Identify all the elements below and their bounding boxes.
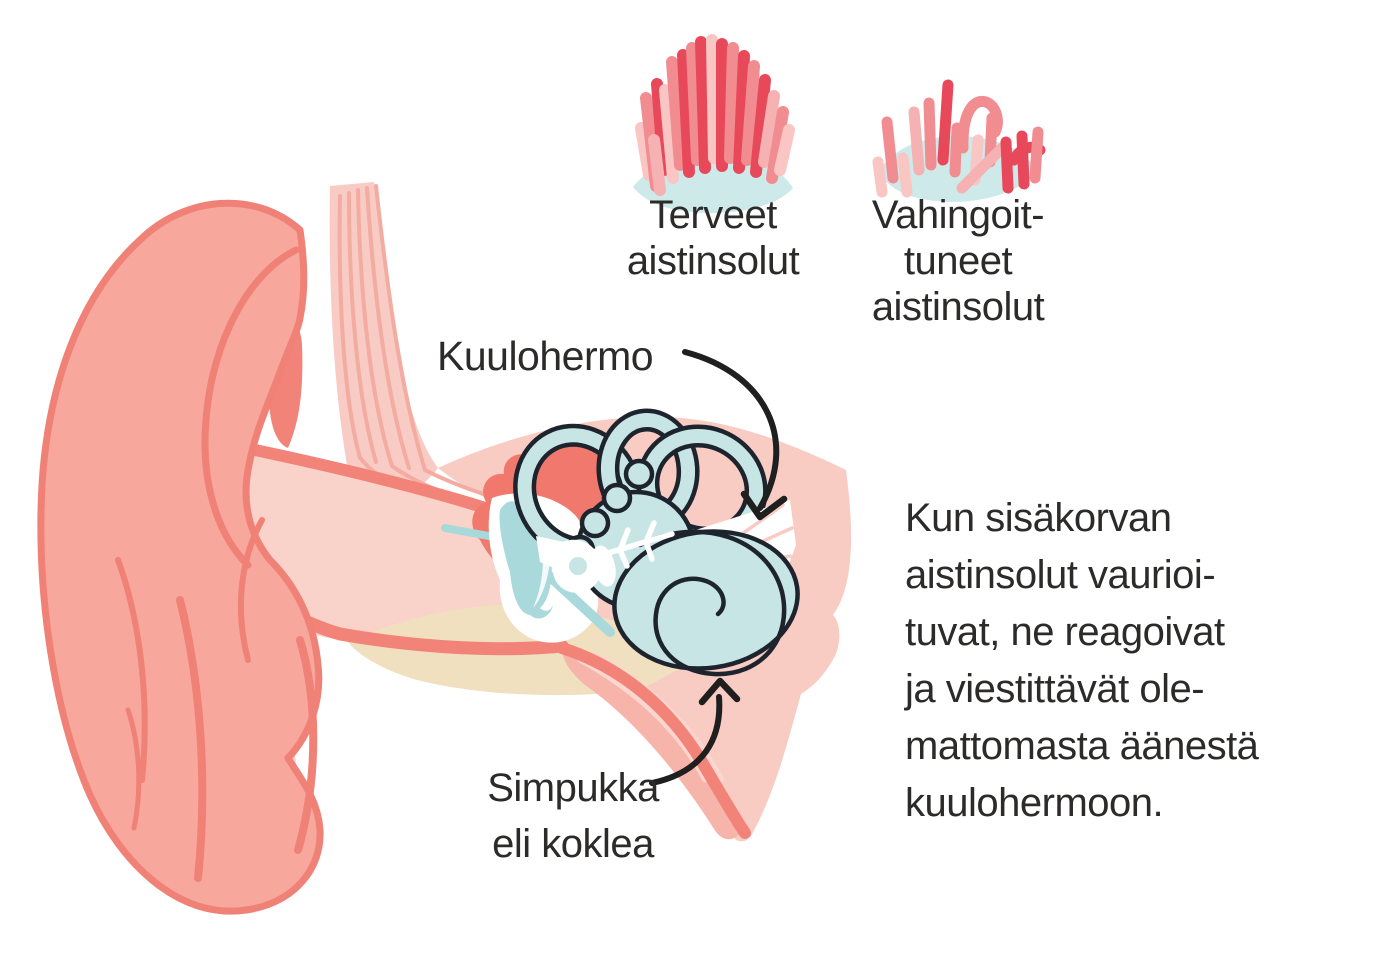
paragraph-line: tuvat, ne reagoivat (905, 610, 1225, 654)
cochlea-spiral (637, 529, 787, 677)
paragraph-line: aistinsolut vaurioi- (905, 553, 1216, 597)
kuulohermo-arrow (682, 349, 788, 521)
damaged-cells-label-line1: Vahingoit- (871, 193, 1045, 237)
canal-top-line (249, 444, 504, 518)
damaged-cells-label: Vahingoit- tuneet aistinsolut (808, 192, 1108, 330)
damaged-hair-cells-icon (872, 79, 1046, 203)
explanation-paragraph: Kun sisäkorvan aistinsolut vaurioi- tuva… (905, 490, 1259, 832)
cochlea (612, 529, 800, 677)
healthy-cells-label-line2: aistinsolut (626, 239, 800, 283)
eustachian-tube (540, 567, 615, 637)
paragraph-line: Kun sisäkorvan (905, 496, 1172, 540)
pointers (649, 349, 788, 786)
inner-ear (513, 408, 800, 677)
nerve-twig (595, 520, 675, 569)
paragraph-line: ja viestittävät ole- (905, 667, 1205, 711)
cochlea-arrow (649, 677, 741, 786)
healthy-cells-label-line1: Terveet (649, 193, 777, 237)
canal-sweep-line (556, 642, 751, 839)
healthy-hair-cells-icon (633, 34, 795, 214)
auditory-nerve-label: Kuulohermo (437, 333, 654, 379)
pinna-inner-curves (115, 246, 318, 882)
cochlea-label-line2: eli koklea (492, 822, 654, 866)
paragraph-line: kuulohermoon. (905, 781, 1164, 825)
cochlea-label-line1: Simpukka (487, 766, 659, 810)
cochlea-label: Simpukka eli koklea (423, 760, 723, 872)
healthy-cells-label: Terveet aistinsolut (563, 192, 863, 284)
pinna (37, 199, 324, 915)
pinna-shape (37, 199, 324, 915)
paragraph-line: mattomasta äänestä (905, 724, 1259, 768)
jaw-band (562, 648, 742, 840)
damaged-cells-label-line2: tuneet (903, 239, 1013, 283)
damaged-cells-label-line3: aistinsolut (871, 285, 1045, 329)
